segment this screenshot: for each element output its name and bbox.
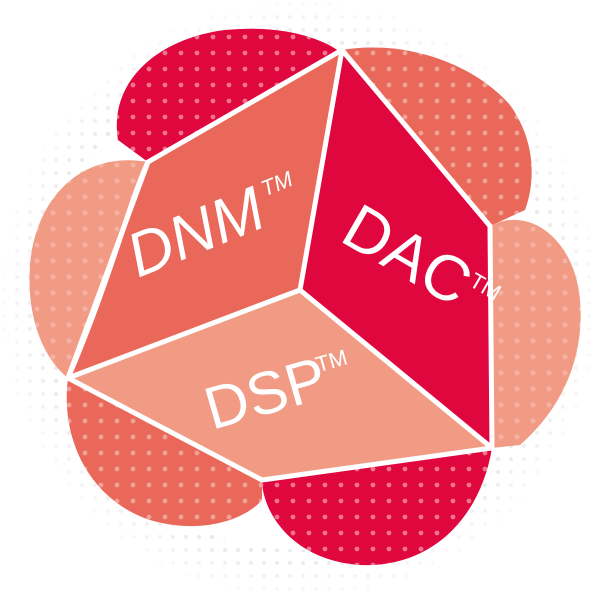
- face-dac: [300, 50, 492, 448]
- face-dnm: [68, 50, 342, 378]
- outer-lobes: [29, 28, 581, 566]
- cube-edges: [64, 46, 495, 483]
